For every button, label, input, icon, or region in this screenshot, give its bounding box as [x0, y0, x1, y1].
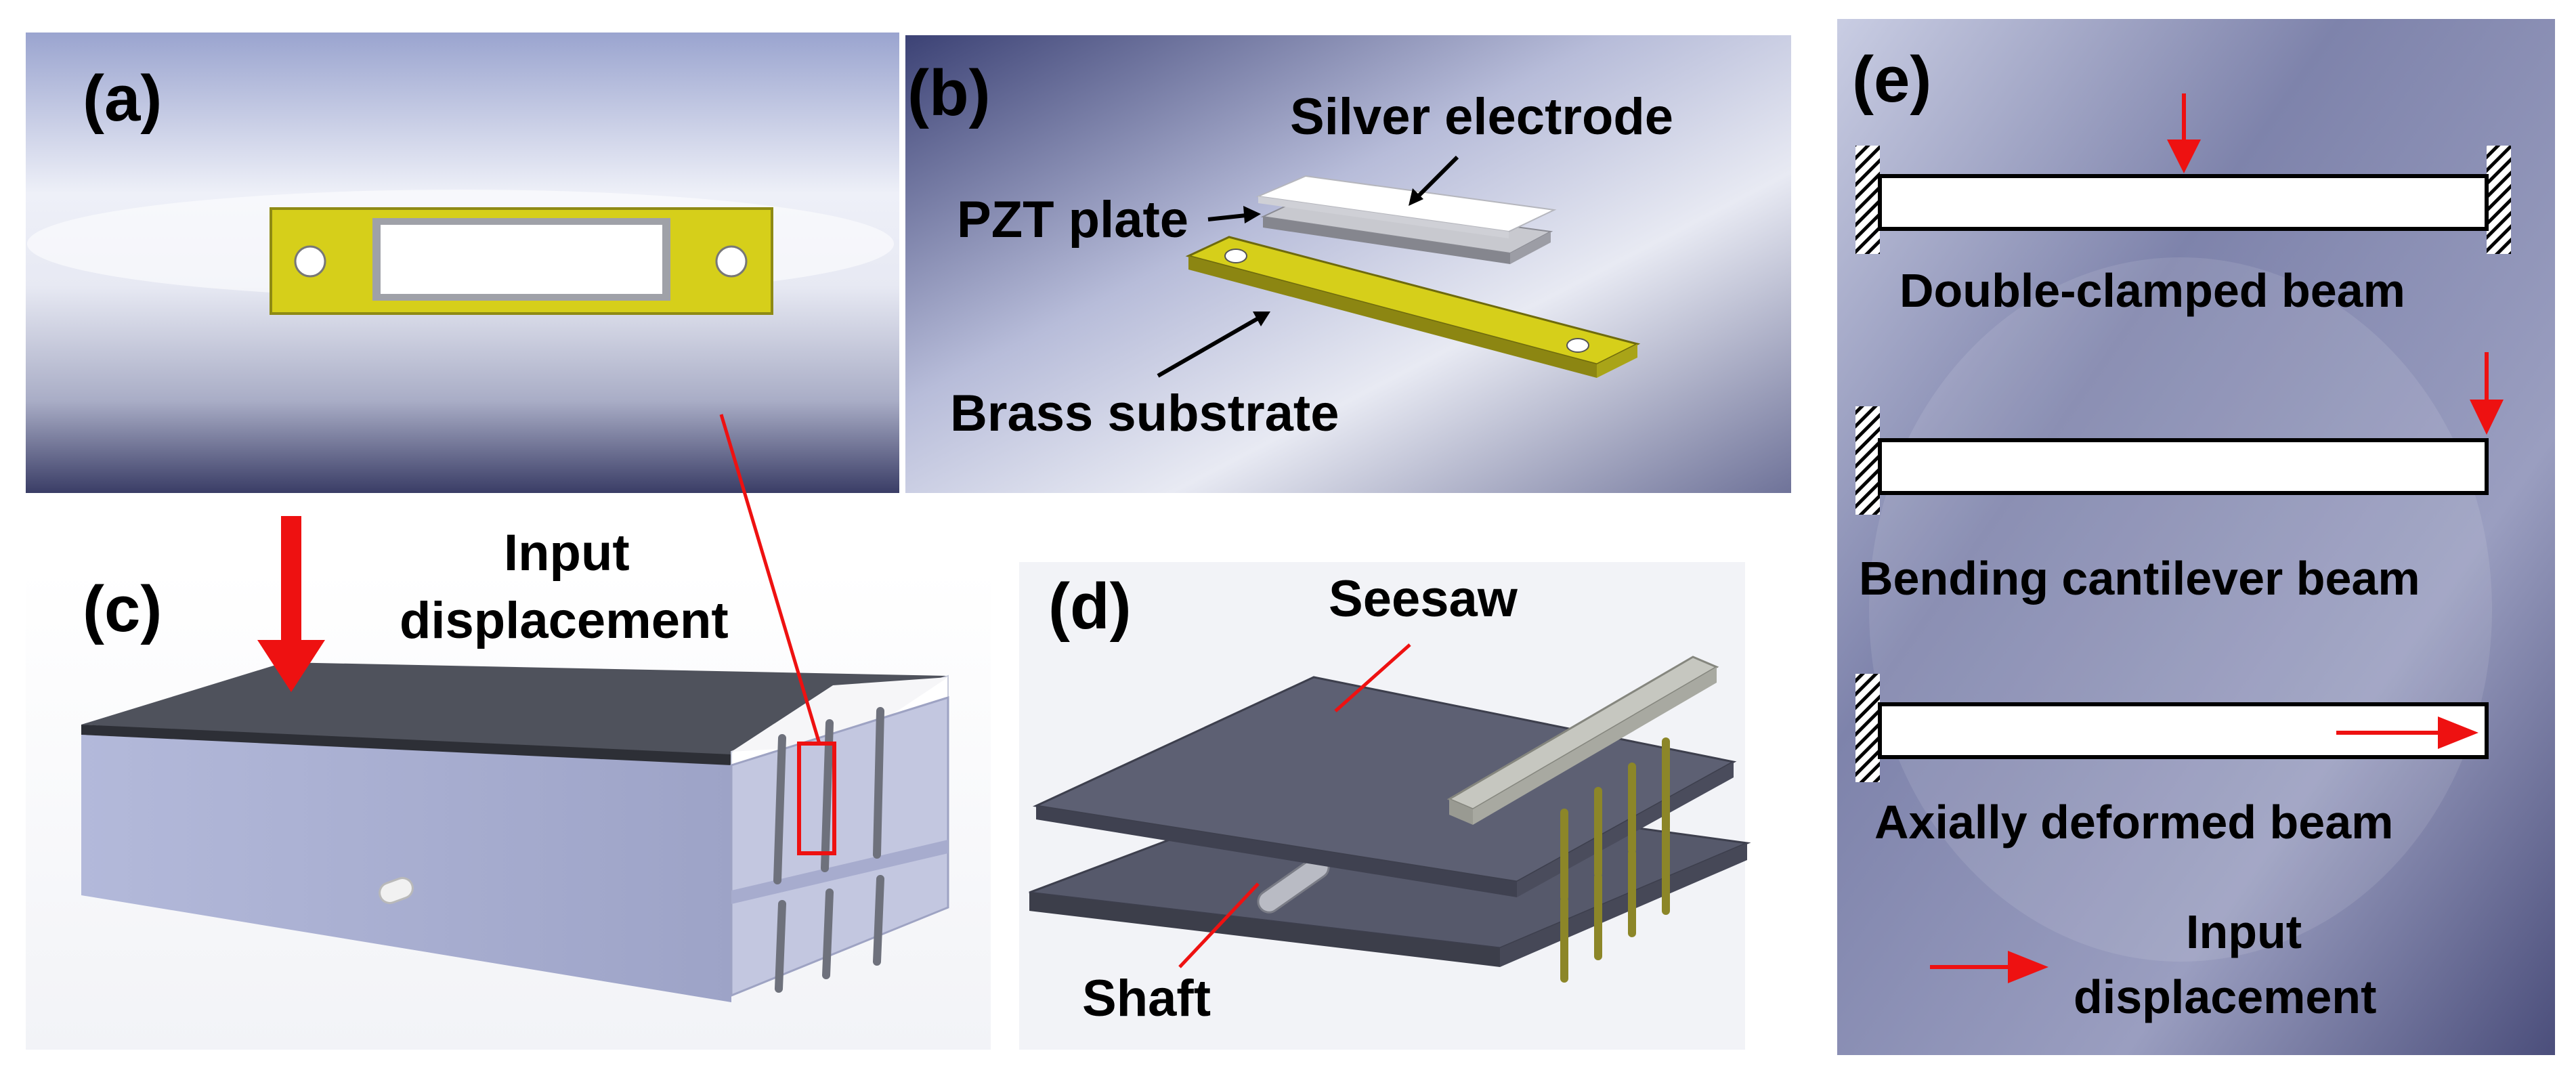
pzt-plate-leader [1207, 213, 1247, 221]
shaft-leader [1178, 882, 1260, 968]
silver-electrode-leader [1415, 155, 1459, 200]
left-clamp-2 [1855, 406, 1880, 515]
piezo-beams-seesaw [1560, 737, 1670, 983]
zoom-leader-line [719, 414, 821, 744]
brass-substrate-leader [1157, 316, 1260, 378]
panel-e-label: (e) [1852, 43, 1931, 116]
panel-a-label: (a) [83, 62, 162, 135]
double-clamped-beam [1855, 93, 2511, 254]
top-plate-seesaw [1032, 676, 1737, 897]
axial-beam [1855, 674, 2489, 782]
input-label-line2: displacement [400, 592, 729, 649]
panel-a: (a) [26, 33, 899, 493]
housing-box [81, 662, 949, 1002]
panel-d: Seesaw Shaft (d) [1019, 562, 1751, 1050]
force-arrowhead-3 [2438, 716, 2478, 749]
silver-electrode-arrowhead [1409, 188, 1423, 206]
top-clamp-bar [1446, 656, 1719, 825]
seesaw-leader [1334, 643, 1411, 712]
beam-2 [1878, 438, 2489, 495]
legend-label-line2: displacement [2074, 970, 2376, 1023]
seesaw-label: Seesaw [1329, 570, 1518, 628]
pzt-plate-arrowhead [1243, 206, 1261, 223]
panel-e: Double-clamped beam Bending cantilever b… [1837, 19, 2555, 1055]
panel-d-label: (d) [1048, 570, 1132, 643]
panel-b: Silver electrode PZT plate Brass substra… [905, 35, 1791, 493]
brass-substrate-arrowhead [1253, 312, 1270, 326]
silver-electrode-shape [1255, 175, 1557, 238]
left-clamp-1 [1855, 146, 1880, 254]
housing-shaft [379, 877, 414, 904]
panel-b-label: (b) [907, 57, 991, 129]
panel-c-label: (c) [83, 573, 162, 645]
shaft-label: Shaft [1082, 970, 1211, 1027]
legend: Input displacement [1930, 905, 2376, 1023]
silver-electrode-label: Silver electrode [1290, 88, 1673, 146]
panel-c: Input displacement (c) [26, 414, 991, 1050]
brass-substrate-shape [1185, 236, 1641, 378]
axially-deformed-label: Axially deformed beam [1874, 796, 2393, 849]
beam-1 [1878, 174, 2489, 231]
double-clamped-label: Double-clamped beam [1899, 264, 2405, 317]
force-arrowhead-2 [2470, 400, 2504, 435]
legend-arrowhead [2008, 951, 2048, 983]
pzt-plate-label: PZT plate [957, 191, 1188, 249]
bending-cantilever-label: Bending cantilever beam [1859, 552, 2420, 605]
brass-substrate-label: Brass substrate [950, 385, 1339, 442]
panel-e-glare [1869, 257, 2492, 962]
force-arrowhead-1 [2167, 140, 2201, 173]
input-label-line1: Input [504, 524, 630, 582]
piezo-beams-housing [773, 707, 884, 993]
input-displacement-arrow [257, 516, 325, 692]
highlight-box [797, 742, 836, 855]
right-clamp-1 [2487, 146, 2511, 254]
left-clamp-3 [1855, 674, 1880, 782]
cantilever-beam [1855, 352, 2504, 515]
brass-frame-top-view [270, 207, 773, 315]
legend-label-line1: Input [2186, 905, 2302, 958]
panel-b-background [905, 35, 1791, 493]
